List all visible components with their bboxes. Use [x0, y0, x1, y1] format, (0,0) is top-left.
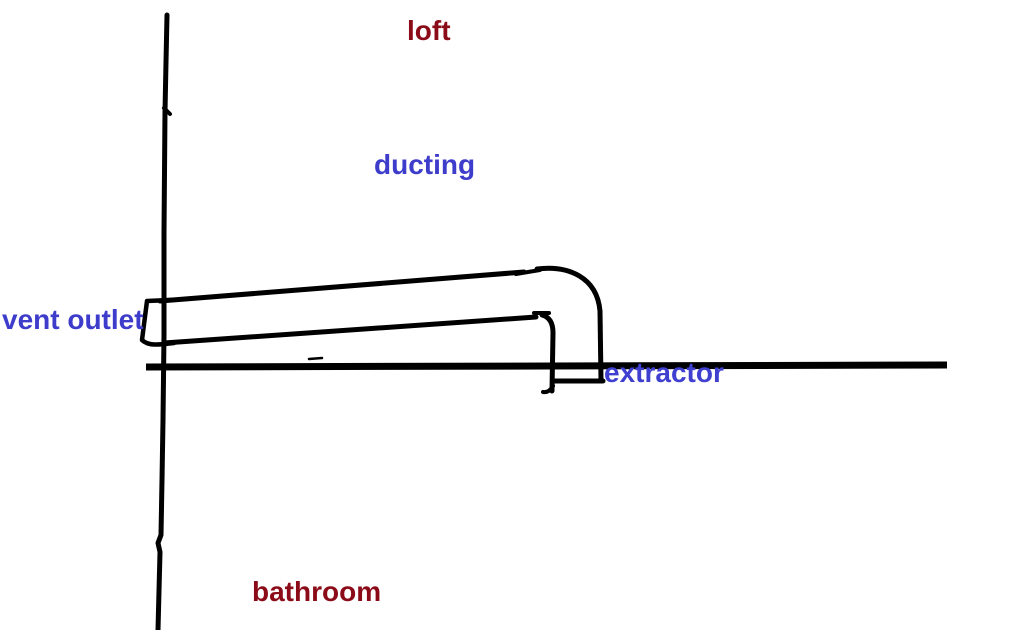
wall-line	[155, 12, 170, 630]
duct-lower-end-flick	[541, 384, 555, 395]
duct-lower-elbow	[539, 312, 556, 394]
duct-lower-line	[161, 314, 539, 346]
extractor-label: extractor	[604, 357, 724, 388]
vent-outlet-label: vent outlet	[2, 304, 144, 335]
ceiling-line	[145, 361, 948, 371]
wall-pen-nub	[162, 106, 172, 116]
vent-outlet-shape	[139, 297, 177, 347]
duct-upper-elbow	[534, 265, 604, 384]
ducting-label: ducting	[374, 149, 476, 180]
duct-upper-line	[157, 269, 527, 304]
loft-label: loft	[407, 15, 451, 46]
stray-pen-dash	[307, 356, 324, 361]
bathroom-label: bathroom	[252, 576, 382, 607]
